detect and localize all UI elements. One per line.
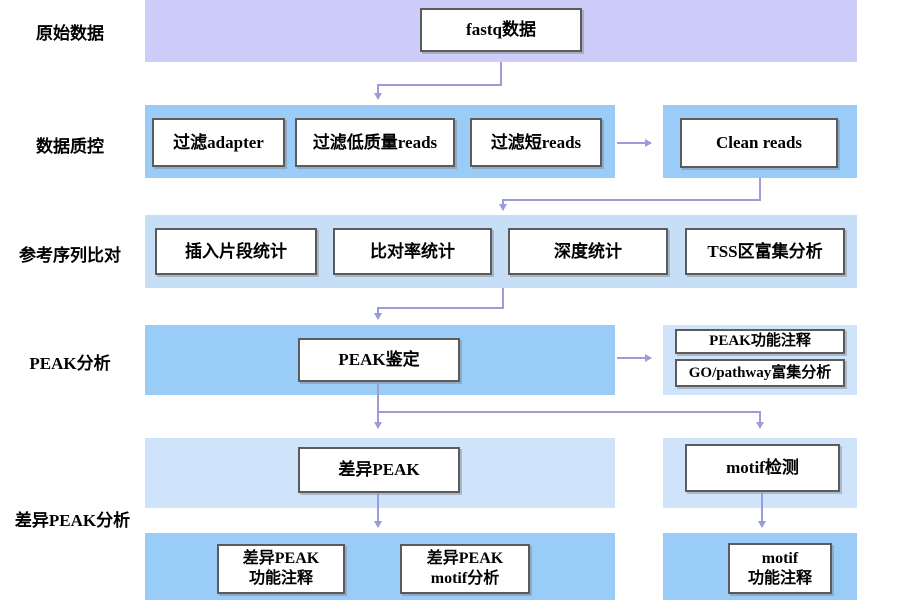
node-insert-fragment-stats: 插入片段统计 bbox=[155, 228, 317, 275]
node-filter-low-quality-reads: 过滤低质量reads bbox=[295, 118, 455, 167]
node-go-pathway-enrichment: GO/pathway富集分析 bbox=[675, 359, 845, 387]
stage-label-raw-data: 原始数据 bbox=[36, 24, 104, 43]
node-diff-peak-functional-annotation: 差异PEAK 功能注释 bbox=[217, 544, 345, 594]
stage-label-diff-peak-analysis: 差异PEAK分析 bbox=[14, 511, 131, 530]
stage-label-qc: 数据质控 bbox=[36, 137, 104, 156]
arrow-peak-calling-to-motif-detect bbox=[378, 411, 764, 429]
arrow-fastq-to-qc bbox=[374, 62, 502, 100]
stage-label-alignment: 参考序列比对 bbox=[19, 246, 121, 265]
node-tss-enrichment: TSS区富集分析 bbox=[685, 228, 845, 275]
node-diff-peak: 差异PEAK bbox=[298, 447, 460, 493]
node-clean-reads: Clean reads bbox=[680, 118, 838, 168]
node-depth-stats: 深度统计 bbox=[508, 228, 668, 275]
arrow-alignment-to-peak bbox=[374, 288, 504, 320]
node-peak-calling: PEAK鉴定 bbox=[298, 338, 460, 382]
arrow-clean-reads-to-alignment bbox=[499, 178, 761, 211]
node-diff-peak-motif-analysis: 差异PEAK motif分析 bbox=[400, 544, 530, 594]
node-motif-detection: motif检测 bbox=[685, 444, 840, 492]
node-peak-functional-annotation: PEAK功能注释 bbox=[675, 329, 845, 354]
node-motif-functional-annotation: motif 功能注释 bbox=[728, 543, 832, 594]
band-diff-peak-downstream bbox=[145, 533, 615, 600]
node-filter-adapter: 过滤adapter bbox=[152, 118, 285, 167]
stage-label-peak-analysis: PEAK分析 bbox=[29, 354, 111, 373]
node-fastq-data: fastq数据 bbox=[420, 8, 582, 52]
node-filter-short-reads: 过滤短reads bbox=[470, 118, 602, 167]
node-mapping-rate-stats: 比对率统计 bbox=[333, 228, 492, 275]
